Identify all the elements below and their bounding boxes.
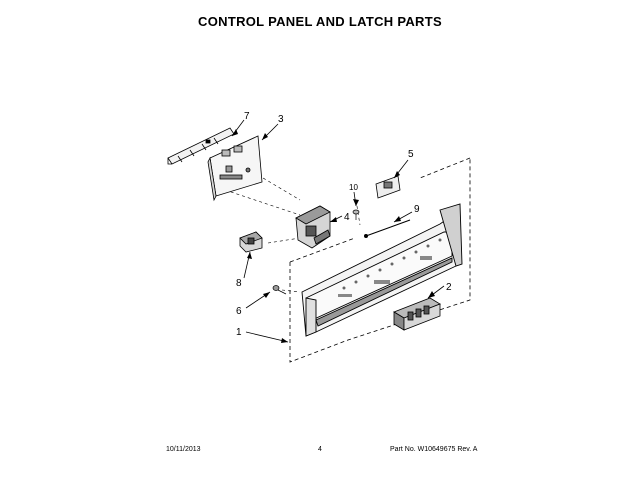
footer-part-number: Part No. W10649675 Rev. A	[390, 446, 478, 453]
part-4-latch	[295, 205, 331, 249]
page-title: CONTROL PANEL AND LATCH PARTS	[198, 14, 442, 29]
part-10-screw	[352, 209, 360, 220]
callout-1: 1	[236, 327, 242, 338]
part-5-label-plate	[375, 175, 401, 199]
callout-10: 10	[349, 183, 358, 192]
callout-7: 7	[244, 111, 250, 122]
assembly-outline	[289, 157, 471, 363]
part-2-connector	[393, 297, 441, 331]
callout-5: 5	[408, 149, 414, 160]
callout-8: 8	[236, 278, 242, 289]
panel-buttons	[338, 238, 442, 297]
callout-labels: 7 3 5 10 4 9 8 2 6 1	[236, 111, 452, 338]
part-8-clip	[239, 231, 263, 253]
footer-page-number: 4	[318, 446, 322, 453]
callout-3: 3	[278, 114, 284, 125]
footer-date: 10/11/2013	[166, 446, 201, 453]
part-9-cable	[364, 219, 411, 238]
callout-6: 6	[236, 306, 242, 317]
part-3-control-module	[207, 135, 263, 202]
callout-2: 2	[446, 282, 452, 293]
part-1-control-panel	[301, 203, 463, 337]
callout-arrowheads	[232, 129, 435, 343]
part-6-screw	[272, 285, 287, 295]
callout-4: 4	[344, 212, 350, 223]
part-7-circuit-strip	[167, 127, 235, 165]
callout-9: 9	[414, 204, 420, 215]
